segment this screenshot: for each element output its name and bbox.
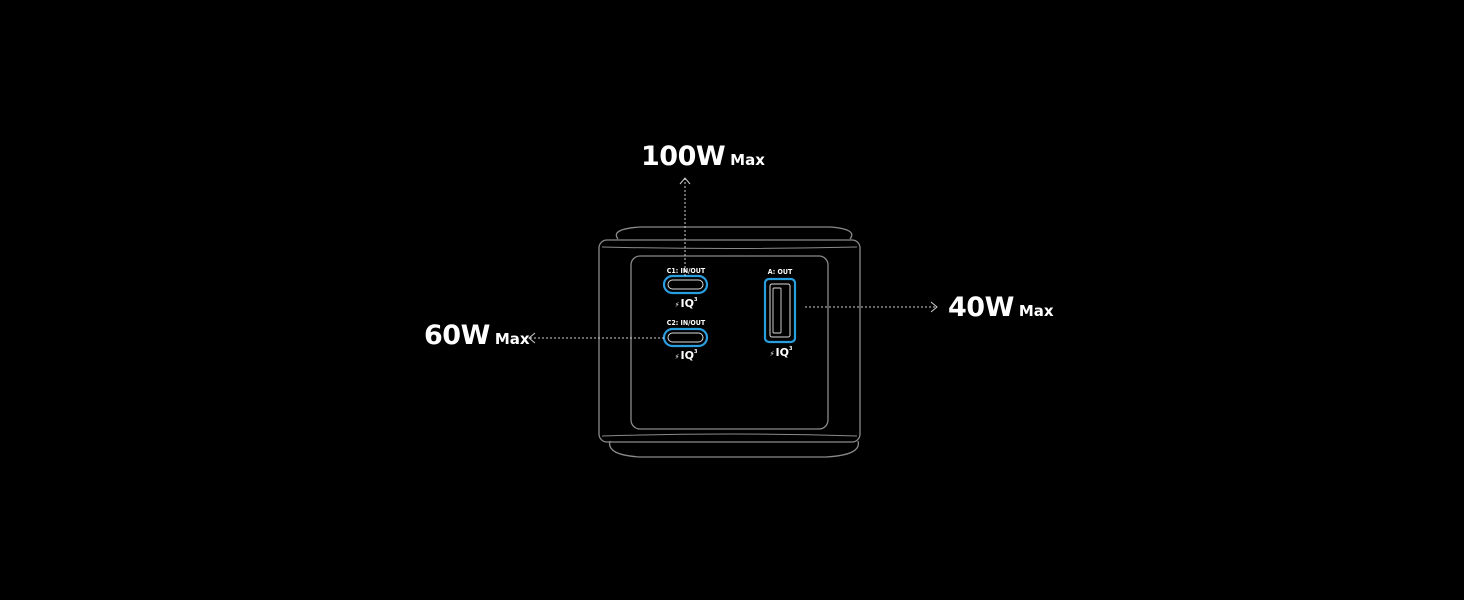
charger-body-outline (598, 239, 861, 443)
c2-power-value: 60W (424, 320, 490, 351)
usb-a-port-inner (769, 283, 791, 338)
c1-port-label: C1: IN/OUT (666, 267, 706, 275)
a-arrow-head (930, 301, 938, 313)
c1-arrow-head (679, 177, 691, 185)
charger-body-bottom-edge (601, 433, 858, 437)
charger-top-cap (615, 226, 853, 240)
c2-arrow-head (528, 332, 536, 344)
lightning-icon: ⚡ (674, 301, 680, 309)
lightning-icon: ⚡ (674, 353, 680, 361)
port-panel-outline (630, 255, 829, 430)
c1-power-value: 100W (641, 141, 726, 172)
charger-body-top-edge (601, 246, 858, 249)
a-power-unit: Max (1018, 302, 1054, 320)
a-power-value: 40W (948, 292, 1014, 323)
usb-c1-port-inner (667, 279, 704, 290)
usb-c2-port-inner (667, 332, 704, 343)
c2-power-unit: Max (494, 330, 530, 348)
usb-a-port-outer (763, 277, 797, 344)
lightning-icon: ⚡ (769, 350, 775, 358)
c1-iq-badge: ⚡IQ3 (674, 297, 698, 310)
charger-bottom-cap (608, 440, 860, 458)
c2-port-label: C2: IN/OUT (666, 319, 706, 327)
usb-a-port-tongue (772, 287, 782, 334)
c2-iq-badge: ⚡IQ3 (674, 349, 698, 362)
c1-power-unit: Max (730, 151, 765, 169)
a-port-label: A: OUT (767, 268, 793, 276)
a-iq-badge: ⚡IQ3 (769, 346, 793, 359)
